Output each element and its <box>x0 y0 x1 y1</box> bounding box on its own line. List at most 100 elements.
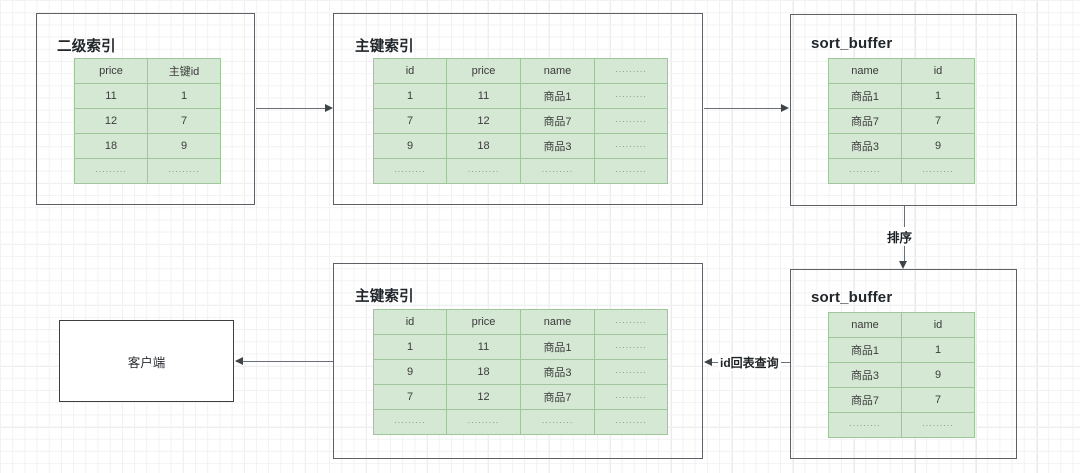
edge-label-lookup: id回表查询 <box>718 354 781 371</box>
panel-title-sort-buffer-top: sort_buffer <box>811 35 893 52</box>
ellipsis-cell: ......... <box>541 415 574 425</box>
panel-title-secondary-index: 二级索引 <box>57 39 116 55</box>
table-cell: 商品7 <box>520 384 595 410</box>
table-cell: ......... <box>594 334 668 360</box>
ellipsis-cell: ......... <box>394 164 426 174</box>
table-cell: ......... <box>520 158 595 184</box>
table-row: ......... ......... <box>828 158 975 184</box>
table-cell: 商品1 <box>520 334 595 360</box>
table-row: 商品3 9 <box>828 133 975 159</box>
edge-label-sort: 排序 <box>885 227 915 246</box>
table-primary-index-bottom: id price name ......... 1 11 商品1 .......… <box>373 309 668 435</box>
table-cell: id <box>373 309 447 335</box>
ellipsis-cell: ......... <box>849 164 881 174</box>
ellipsis-cell: ......... <box>541 164 574 174</box>
table-cell: ......... <box>594 359 668 385</box>
table-cell: ......... <box>373 158 447 184</box>
table-cell: 商品7 <box>828 387 902 413</box>
table-cell: ......... <box>520 409 595 435</box>
table-row: 7 12 商品7 ......... <box>373 108 668 134</box>
ellipsis-cell: ......... <box>615 89 647 99</box>
table-row: ......... ......... ......... ......... <box>373 158 668 184</box>
table-cell: name <box>828 58 902 84</box>
arrow-head-secondary-to-primary <box>325 104 333 112</box>
table-sort-buffer-bottom: name id 商品1 1 商品3 9 商品7 7 ......... .. <box>828 312 975 438</box>
table-cell: 商品3 <box>520 133 595 159</box>
ellipsis-cell: ......... <box>615 64 647 74</box>
table-cell: price <box>446 58 521 84</box>
arrow-head-primary-to-sortbuffer <box>781 104 789 112</box>
table-primary-index-top: id price name ......... 1 11 商品1 .......… <box>373 58 668 184</box>
table-secondary-index: price 主键id 11 1 12 7 18 9 ......... .. <box>74 58 221 184</box>
ellipsis-cell: ......... <box>615 114 647 124</box>
table-row: 11 1 <box>74 83 221 109</box>
table-header-row: id price name ......... <box>373 58 668 84</box>
table-cell: ......... <box>74 158 148 184</box>
table-cell: price <box>446 309 521 335</box>
table-row: 商品3 9 <box>828 362 975 388</box>
table-header-row: price 主键id <box>74 58 221 84</box>
arrow-head-primary-to-client <box>235 357 243 365</box>
ellipsis-cell: ......... <box>849 418 881 428</box>
table-sort-buffer-top: name id 商品1 1 商品7 7 商品3 9 ......... .. <box>828 58 975 184</box>
table-cell: 12 <box>446 108 521 134</box>
table-cell: 商品7 <box>520 108 595 134</box>
ellipsis-cell: ......... <box>615 139 647 149</box>
table-cell: ......... <box>901 158 975 184</box>
table-header-row: name id <box>828 312 975 338</box>
table-row: 9 18 商品3 ......... <box>373 359 668 385</box>
table-cell: 商品1 <box>828 337 902 363</box>
table-cell: 11 <box>74 83 148 109</box>
table-cell: 9 <box>901 133 975 159</box>
panel-title-primary-index-top: 主键索引 <box>355 39 414 55</box>
table-cell: ......... <box>373 409 447 435</box>
table-cell: 1 <box>901 83 975 109</box>
table-cell: 7 <box>901 108 975 134</box>
table-cell: name <box>520 309 595 335</box>
table-cell: ......... <box>594 108 668 134</box>
client-box: 客户端 <box>59 320 234 402</box>
ellipsis-cell: ......... <box>922 418 954 428</box>
table-row: ......... ......... ......... ......... <box>373 409 668 435</box>
ellipsis-cell: ......... <box>168 164 200 174</box>
table-cell: 商品3 <box>828 362 902 388</box>
table-row: 商品7 7 <box>828 387 975 413</box>
connector-primary-to-client <box>236 361 333 362</box>
table-cell: ......... <box>594 83 668 109</box>
table-row: 商品7 7 <box>828 108 975 134</box>
table-cell: 7 <box>901 387 975 413</box>
panel-sort-buffer-bottom: sort_buffer name id 商品1 1 商品3 9 商品7 7 <box>790 269 1017 459</box>
table-row: 9 18 商品3 ......... <box>373 133 668 159</box>
table-cell: 11 <box>446 83 521 109</box>
panel-sort-buffer-top: sort_buffer name id 商品1 1 商品7 7 商品3 9 <box>790 14 1017 206</box>
table-cell: ......... <box>594 309 668 335</box>
table-cell: 1 <box>147 83 221 109</box>
ellipsis-cell: ......... <box>615 390 647 400</box>
table-cell: 主键id <box>147 58 221 84</box>
table-cell: 12 <box>446 384 521 410</box>
panel-title-sort-buffer-bottom: sort_buffer <box>811 289 893 306</box>
table-cell: ......... <box>901 412 975 438</box>
table-cell: 商品1 <box>520 83 595 109</box>
table-cell: name <box>828 312 902 338</box>
table-cell: 18 <box>446 133 521 159</box>
table-cell: 商品3 <box>828 133 902 159</box>
ellipsis-cell: ......... <box>615 164 647 174</box>
table-row: 18 9 <box>74 133 221 159</box>
client-label: 客户端 <box>127 355 166 370</box>
table-cell: ......... <box>446 158 521 184</box>
arrow-head-sort <box>899 261 907 269</box>
table-row: 7 12 商品7 ......... <box>373 384 668 410</box>
table-cell: ......... <box>147 158 221 184</box>
table-cell: 7 <box>373 108 447 134</box>
ellipsis-cell: ......... <box>95 164 127 174</box>
table-cell: ......... <box>446 409 521 435</box>
table-cell: 1 <box>373 83 447 109</box>
arrow-head-lookup <box>704 358 712 366</box>
table-cell: ......... <box>594 384 668 410</box>
table-cell: 9 <box>901 362 975 388</box>
table-cell: 7 <box>147 108 221 134</box>
ellipsis-cell: ......... <box>615 365 647 375</box>
panel-title-primary-index-bottom: 主键索引 <box>355 289 414 305</box>
panel-primary-index-bottom: 主键索引 id price name ......... 1 11 商品1 ..… <box>333 263 703 459</box>
